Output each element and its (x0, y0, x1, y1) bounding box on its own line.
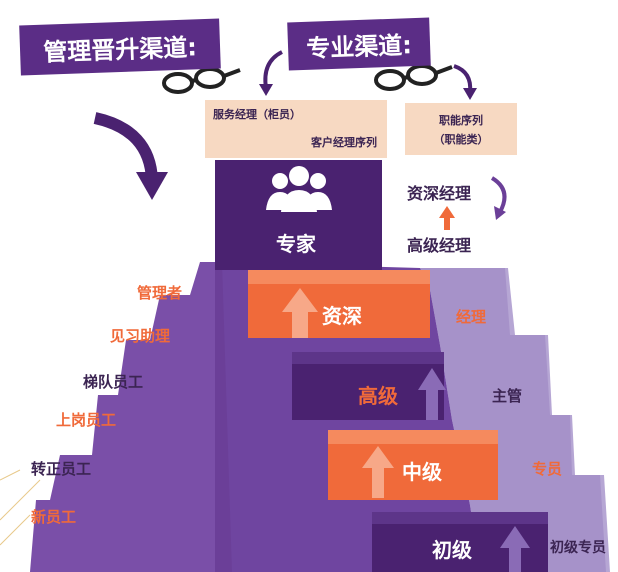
professional-channel-label: 专业渠道: (305, 30, 413, 63)
level-high-block-top (292, 352, 444, 364)
curved-arrow-icon (490, 176, 507, 213)
left-ladder-item: 管理者 (137, 284, 183, 302)
level-junior-block-top (372, 512, 548, 524)
arrow-up-icon (282, 288, 318, 338)
level-label-high: 高级 (358, 384, 398, 408)
curved-arrow-icon (93, 112, 158, 181)
senior-manager-label: 资深经理 (407, 184, 472, 203)
service-customer-box: 服务经理（柜员） 客户经理序列 (205, 100, 387, 158)
service-manager-label: 服务经理（柜员） (213, 108, 301, 121)
arrow-up-icon (362, 446, 394, 498)
functional-line2: （职能类） (433, 133, 489, 146)
arrow-up-icon (439, 206, 455, 230)
arrow-up-icon (418, 368, 446, 420)
functional-line1: 职能序列 (439, 114, 483, 127)
left-ladder-item: 新员工 (31, 508, 77, 526)
level-mid-block-top (328, 430, 498, 444)
high-manager-label: 高级经理 (407, 236, 472, 255)
left-ladder-item: 上岗员工 (56, 411, 117, 429)
professional-channel-banner: 专业渠道: (287, 17, 431, 71)
arrow-up-icon (500, 526, 530, 572)
left-ladder-item: 梯队员工 (83, 373, 144, 391)
right-ladder-item: 主管 (492, 387, 523, 405)
level-label-senior: 资深 (322, 304, 362, 328)
management-channel-label: 管理晋升渠道: (42, 32, 198, 67)
right-ladder-item: 初级专员 (550, 540, 606, 556)
center-ladder-light (420, 268, 606, 572)
people-icon (266, 166, 332, 212)
customer-manager-label: 客户经理序列 (311, 136, 377, 149)
expert-label: 专家 (276, 232, 316, 256)
functional-box: 职能序列 （职能类） (405, 103, 517, 155)
management-channel-banner: 管理晋升渠道: (19, 18, 221, 76)
glasses-icon (162, 67, 241, 94)
level-senior-block-top (248, 270, 430, 284)
decorative-lines (0, 469, 41, 546)
left-ladder-item: 见习助理 (110, 327, 171, 345)
left-stairs (30, 262, 215, 572)
curved-arrow-head (136, 172, 168, 200)
level-label-mid: 中级 (402, 460, 442, 484)
curved-arrow-head (259, 84, 273, 96)
right-ladder-item: 经理 (456, 308, 487, 326)
glasses-icon (374, 64, 453, 91)
curved-arrow-head (463, 88, 477, 100)
curved-arrow-icon (263, 50, 283, 89)
level-label-junior: 初级 (432, 538, 472, 562)
left-ladder-item: 转正员工 (31, 460, 92, 478)
curved-arrow-head (494, 206, 506, 220)
right-ladder-item: 专员 (532, 460, 563, 478)
